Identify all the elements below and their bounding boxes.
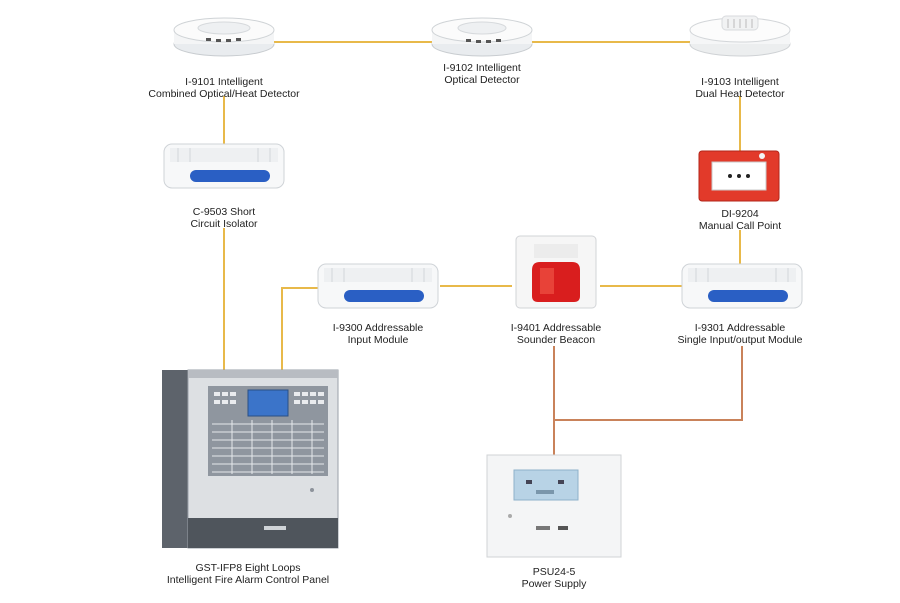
heat-detector-icon	[689, 15, 791, 57]
addressable-input-module	[316, 260, 440, 312]
label-line-1: I-9102 Intelligent	[443, 62, 521, 74]
smoke-detector-icon	[431, 17, 533, 57]
module-icon	[317, 263, 439, 309]
call-point-icon	[698, 150, 780, 202]
module-icon	[163, 143, 285, 189]
label-line-1: C-9503 Short	[192, 206, 256, 218]
detector-1-label: I-9101 Intelligent Combined Optical/Heat…	[112, 76, 336, 100]
call-point-label: DI-9204 Manual Call Point	[670, 208, 810, 232]
label-line-1: I-9103 Intelligent	[701, 76, 779, 88]
label-line-2: Combined Optical/Heat Detector	[148, 88, 300, 100]
power-supply-icon	[486, 454, 622, 558]
sounder-label: I-9401 Addressable Sounder Beacon	[476, 322, 636, 346]
loop-wiring	[223, 41, 741, 370]
input-module-label: I-9300 Addressable Input Module	[298, 322, 458, 346]
power-wiring	[553, 346, 743, 456]
label-line-1: GST-IFP8 Eight Loops	[195, 562, 301, 574]
label-line-2: Single Input/output Module	[677, 334, 803, 346]
smoke-detector-icon	[173, 17, 275, 57]
sounder-beacon-icon	[515, 235, 597, 309]
sounder-beacon	[510, 234, 602, 310]
loop-wire	[281, 287, 318, 370]
combined-optical-heat-detector	[172, 8, 276, 60]
fire-alarm-control-panel	[160, 368, 340, 552]
power-wire	[553, 346, 743, 456]
power-supply-label: PSU24-5 Power Supply	[474, 566, 634, 590]
label-line-1: I-9301 Addressable	[694, 322, 786, 334]
single-input-output-module	[680, 260, 804, 312]
label-line-2: Dual Heat Detector	[695, 88, 785, 100]
io-module-label: I-9301 Addressable Single Input/output M…	[644, 322, 836, 346]
label-line-1: I-9401 Addressable	[510, 322, 602, 334]
label-line-2: Input Module	[347, 334, 409, 346]
label-line-2: Intelligent Fire Alarm Control Panel	[166, 574, 330, 586]
detector-3-label: I-9103 Intelligent Dual Heat Detector	[660, 76, 820, 100]
control-panel-icon	[162, 369, 339, 549]
label-line-1: I-9101 Intelligent	[185, 76, 263, 88]
label-line-1: PSU24-5	[532, 566, 576, 578]
dual-heat-detector	[688, 10, 792, 60]
label-line-2: Circuit Isolator	[190, 218, 258, 230]
isolator-label: C-9503 Short Circuit Isolator	[144, 206, 304, 230]
short-circuit-isolator	[162, 140, 286, 192]
power-supply	[486, 454, 622, 558]
panel-buttons	[214, 392, 324, 404]
optical-detector	[430, 10, 534, 60]
panel-zone-rows	[212, 420, 324, 474]
label-line-2: Optical Detector	[444, 74, 520, 86]
module-icon	[681, 263, 803, 309]
label-line-1: I-9300 Addressable	[332, 322, 424, 334]
label-line-2: Manual Call Point	[698, 220, 782, 232]
label-line-2: Sounder Beacon	[516, 334, 596, 346]
label-line-1: DI-9204	[721, 208, 759, 220]
manual-call-point	[698, 150, 780, 202]
control-panel-label: GST-IFP8 Eight Loops Intelligent Fire Al…	[118, 562, 378, 586]
label-line-2: Power Supply	[521, 578, 587, 590]
detector-2-label: I-9102 Intelligent Optical Detector	[402, 62, 562, 86]
